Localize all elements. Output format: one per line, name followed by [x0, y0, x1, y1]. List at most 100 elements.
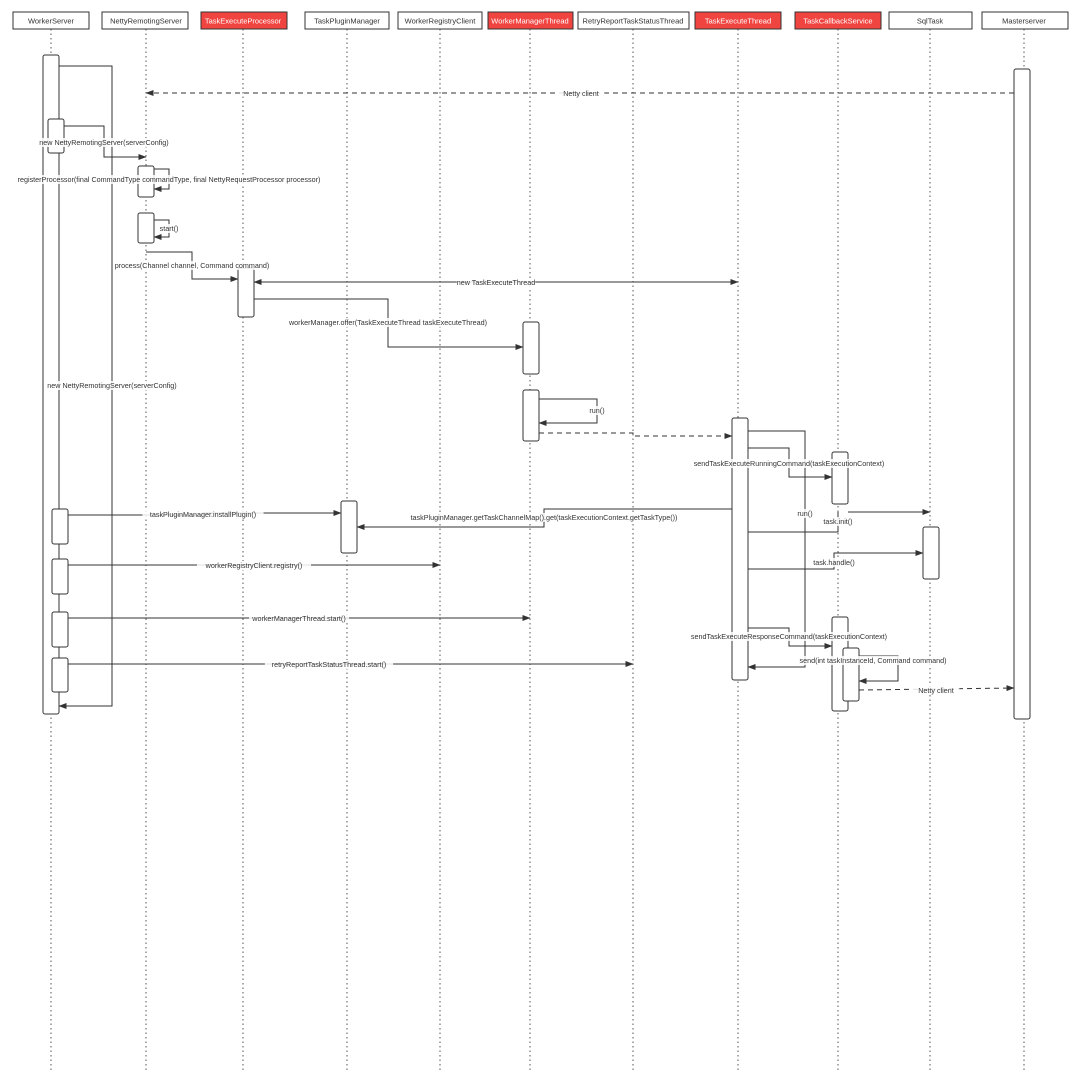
message-netty-client-out [858, 685, 1015, 692]
message-text: retryReportTaskStatusThread.start() [272, 660, 387, 669]
label-backdrop [798, 656, 948, 665]
message-label-rrt-start: retryReportTaskStatusThread.start() [264, 660, 394, 669]
label-backdrop [912, 686, 960, 695]
participant-wrc: WorkerRegistryClient [397, 11, 483, 30]
activation-bars [42, 54, 1031, 720]
participant-heads: WorkerServer NettyRemotingServer TaskExecu… [12, 11, 1069, 30]
message-label-wmt-start: workerManagerThread.start() [249, 614, 349, 623]
participant-box [200, 11, 288, 30]
message-text: send(int taskInstanceId, Command command… [799, 656, 946, 665]
participant-label: TaskCallbackService [803, 17, 872, 26]
participant-tet: TaskExecuteThread [694, 11, 782, 30]
message-text: new NettyRemotingServer(serverConfig) [39, 138, 168, 147]
message-label-registry: workerRegistryClient.registry() [196, 561, 312, 570]
participant-box [397, 11, 483, 30]
message-text: workerManager.offer(TaskExecuteThread ta… [288, 318, 487, 327]
message-text: process(Channel channel, Command command… [115, 261, 270, 270]
participant-label: WorkerServer [28, 17, 75, 26]
message-label-send-response: sendTaskExecuteResponseCommand(taskExecu… [691, 632, 887, 641]
activation-nrs-start [137, 212, 155, 244]
label-backdrop [405, 513, 683, 522]
message-text: Netty client [563, 89, 599, 98]
messages [58, 65, 1015, 709]
label-backdrop [249, 614, 349, 623]
message-text: workerRegistryClient.registry() [205, 561, 303, 570]
label-backdrop [794, 509, 816, 518]
participant-nrs: NettyRemotingServer [101, 11, 189, 30]
label-backdrop [12, 175, 326, 184]
participant-label: NettyRemotingServer [110, 17, 182, 26]
message-text: sendTaskExecuteRunningCommand(taskExecut… [694, 459, 885, 468]
participant-box [694, 11, 782, 30]
participant-label: TaskExecuteThread [705, 17, 771, 26]
participant-box [577, 11, 690, 30]
label-backdrop [196, 561, 312, 570]
message-label-register-processor: registerProcessor(final CommandType comm… [12, 175, 326, 184]
message-label-new-task-execute-thread: new TaskExecuteThread [456, 278, 536, 287]
participant-label: SqlTask [917, 17, 944, 26]
activation-ws-install [51, 508, 69, 545]
message-text: sendTaskExecuteResponseCommand(taskExecu… [691, 632, 887, 641]
message-label-new-netty-server: new NettyRemotingServer(serverConfig) [44, 381, 180, 390]
activation-ws-wmt-start [51, 611, 69, 648]
lifelines [50, 29, 1025, 1072]
message-label-start: start() [154, 224, 184, 233]
label-backdrop [696, 459, 882, 468]
label-backdrop [557, 89, 605, 98]
participant-box [794, 11, 882, 30]
participant-label: Masterserver [1002, 17, 1046, 26]
participant-ws: WorkerServer [12, 11, 90, 30]
participant-label: WorkerRegistryClient [405, 17, 477, 26]
label-backdrop [154, 224, 184, 233]
message-label-run-wmt: run() [586, 406, 608, 415]
message-text: taskPluginManager.installPlugin() [150, 510, 256, 519]
message-label-new-netty-server: new NettyRemotingServer(serverConfig) [36, 138, 172, 147]
participant-tpm: TaskPluginManager [304, 11, 390, 30]
message-text: registerProcessor(final CommandType comm… [18, 175, 321, 184]
message-labels: Netty client new NettyRemotingServer(serv… [12, 89, 960, 695]
label-backdrop [44, 381, 180, 390]
message-label-process: process(Channel channel, Command command… [115, 261, 270, 270]
participant-ms: Masterserver [981, 11, 1069, 30]
label-backdrop [456, 278, 536, 287]
label-backdrop [816, 517, 860, 526]
message-text: new NettyRemotingServer(serverConfig) [47, 381, 176, 390]
participant-box [888, 11, 973, 30]
participant-wmt: WorkerManagerThread [487, 11, 574, 30]
message-text: new TaskExecuteThread [457, 278, 536, 287]
participant-label: WorkerManagerThread [491, 17, 568, 26]
participant-label: TaskPluginManager [314, 17, 380, 26]
participant-box [12, 11, 90, 30]
label-backdrop [694, 632, 884, 641]
label-backdrop [142, 510, 264, 519]
participant-box [981, 11, 1069, 30]
message-label-install-plugin: taskPluginManager.installPlugin() [142, 510, 264, 519]
activation-ws-registry [51, 558, 69, 595]
message-text: taskPluginManager.getTaskChannelMap().ge… [411, 513, 678, 522]
participant-sql: SqlTask [888, 11, 973, 30]
participant-label: RetryReportTaskStatusThread [583, 17, 684, 26]
message-text: start() [160, 224, 179, 233]
message-label-netty-client-out: Netty client [912, 686, 960, 695]
label-backdrop [286, 318, 490, 327]
activation-tep-process [237, 267, 255, 318]
message-text: run() [589, 406, 604, 415]
message-run-tet [747, 430, 806, 670]
message-label-task-init: task.init() [816, 517, 860, 526]
activation-ws-rrt-start [51, 657, 69, 693]
activation-sql-init [922, 526, 940, 580]
label-backdrop [264, 660, 394, 669]
message-label-run-tet: run() [794, 509, 816, 518]
activation-wmt-offer [522, 321, 540, 375]
label-backdrop [586, 406, 608, 415]
message-text: run() [797, 509, 812, 518]
participant-rrt: RetryReportTaskStatusThread [577, 11, 690, 30]
activation-ms-main [1013, 68, 1031, 720]
message-text: task.handle() [813, 558, 855, 567]
message-text: task.init() [823, 517, 852, 526]
message-label-task-handle: task.handle() [808, 558, 860, 567]
message-run-wmt [539, 432, 733, 439]
message-text: Netty client [918, 686, 954, 695]
participant-tep: TaskExecuteProcessor [200, 11, 288, 30]
